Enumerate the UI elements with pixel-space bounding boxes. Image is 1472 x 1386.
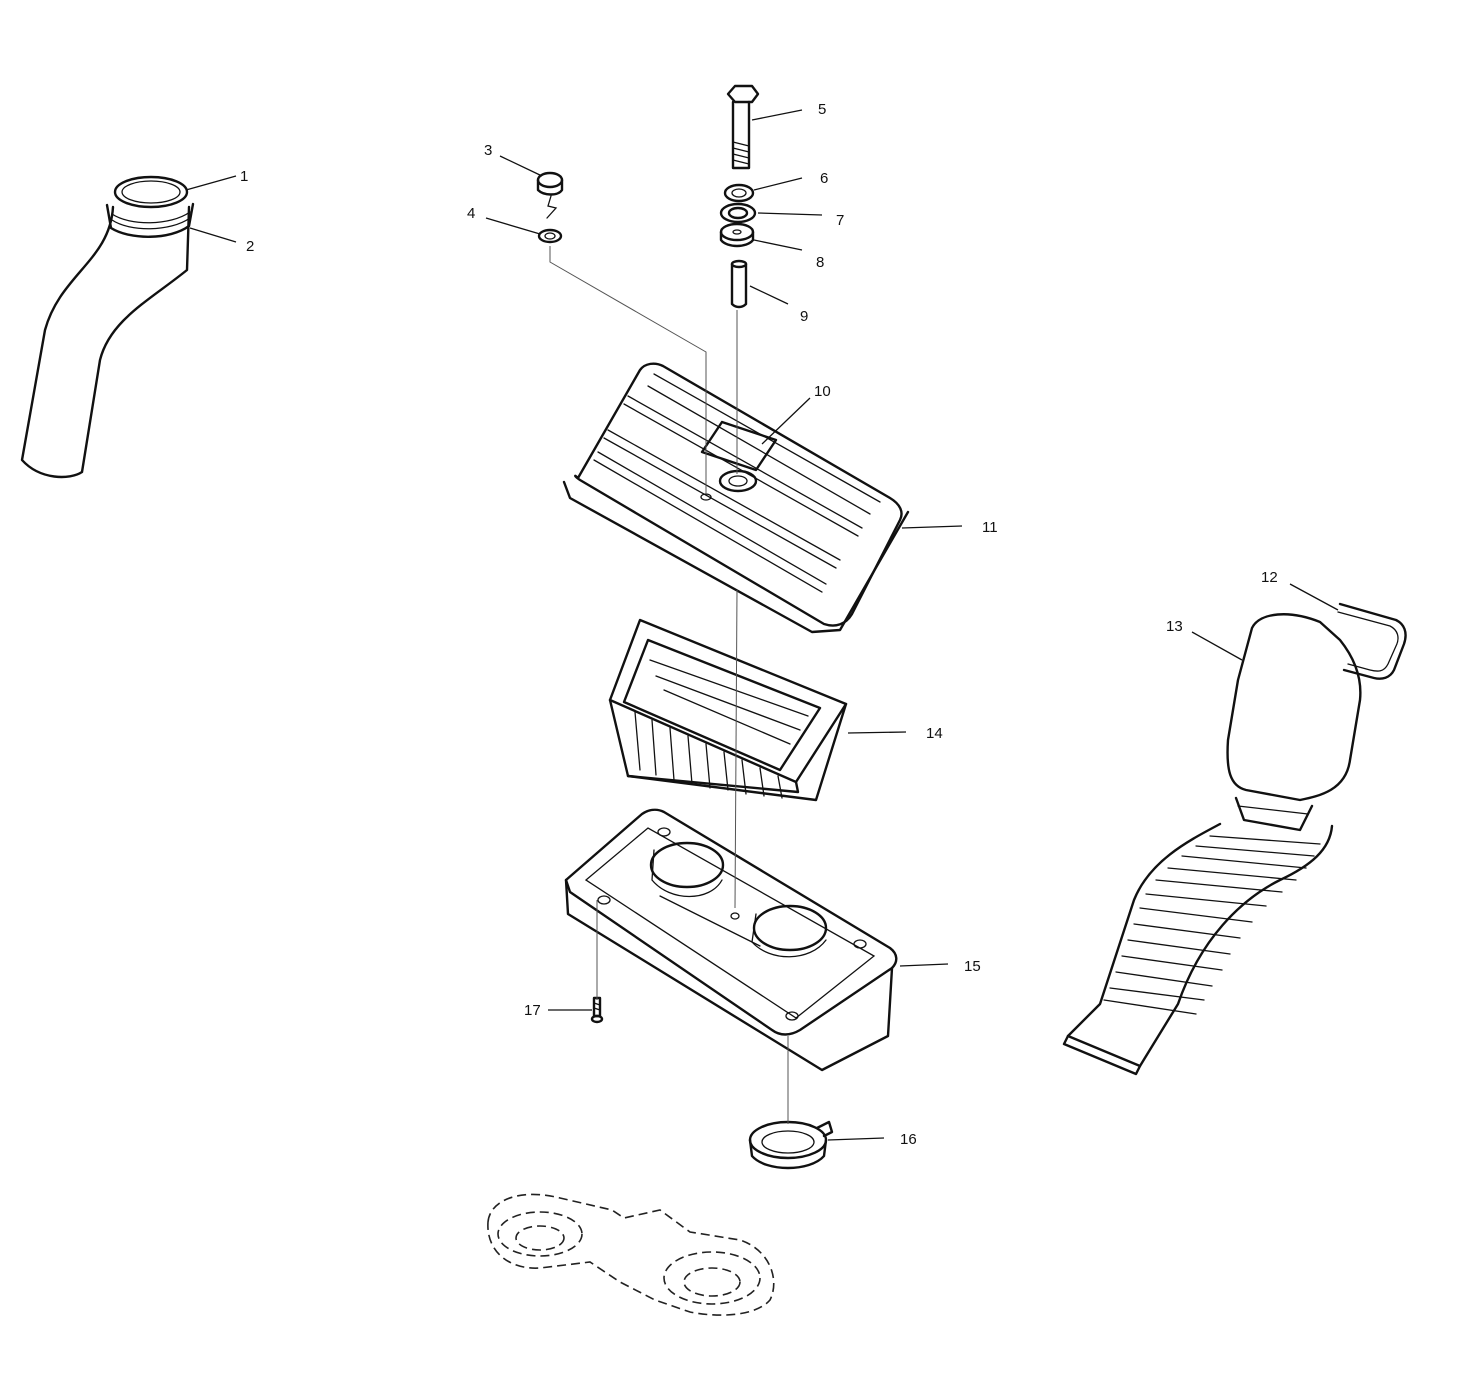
assembly-axis-lines: [549, 246, 789, 1124]
callout-3: 3: [484, 142, 492, 159]
callout-4: 4: [467, 205, 475, 222]
callout-12: 12: [1261, 569, 1278, 586]
callout-5: 5: [818, 101, 826, 118]
dashed-mounting-plate: [487, 1193, 775, 1316]
callout-16: 16: [900, 1131, 917, 1148]
leader-lines: [185, 109, 1339, 1141]
air-filter-element: [608, 618, 848, 802]
callout-8: 8: [816, 254, 824, 271]
flexible-intake-duct: [1062, 613, 1362, 1076]
hex-bolt: [726, 84, 760, 170]
intake-gasket: [1337, 602, 1407, 680]
callout-17: 17: [524, 1002, 541, 1019]
airbox-base: [564, 808, 898, 1072]
callout-15: 15: [964, 958, 981, 975]
rubber-washer: [719, 202, 757, 224]
spacer-sleeve: [730, 259, 748, 309]
callout-7: 7: [836, 212, 844, 229]
callout-2: 2: [246, 238, 254, 255]
intake-elbow-tube: [20, 175, 191, 479]
callout-1: 1: [240, 168, 248, 185]
callout-10: 10: [814, 383, 831, 400]
callout-6: 6: [820, 170, 828, 187]
mounting-screw: [590, 996, 604, 1024]
warning-decal: [700, 420, 778, 472]
flat-washer-small: [537, 228, 563, 244]
airbox-cover: [562, 362, 910, 634]
hose-clamp: [105, 202, 195, 238]
callout-14: 14: [926, 725, 943, 742]
lock-washer: [723, 183, 755, 203]
drain-cap: [748, 1120, 834, 1170]
callout-9: 9: [800, 308, 808, 325]
callout-11: 11: [982, 519, 998, 536]
callout-13: 13: [1166, 618, 1183, 635]
push-fastener: [536, 171, 564, 219]
grommet: [719, 222, 755, 248]
callout-numbers: 1 2 3 4 5 6 7 8 9 10 11 12 13 14 15 16 1…: [240, 101, 1278, 1148]
